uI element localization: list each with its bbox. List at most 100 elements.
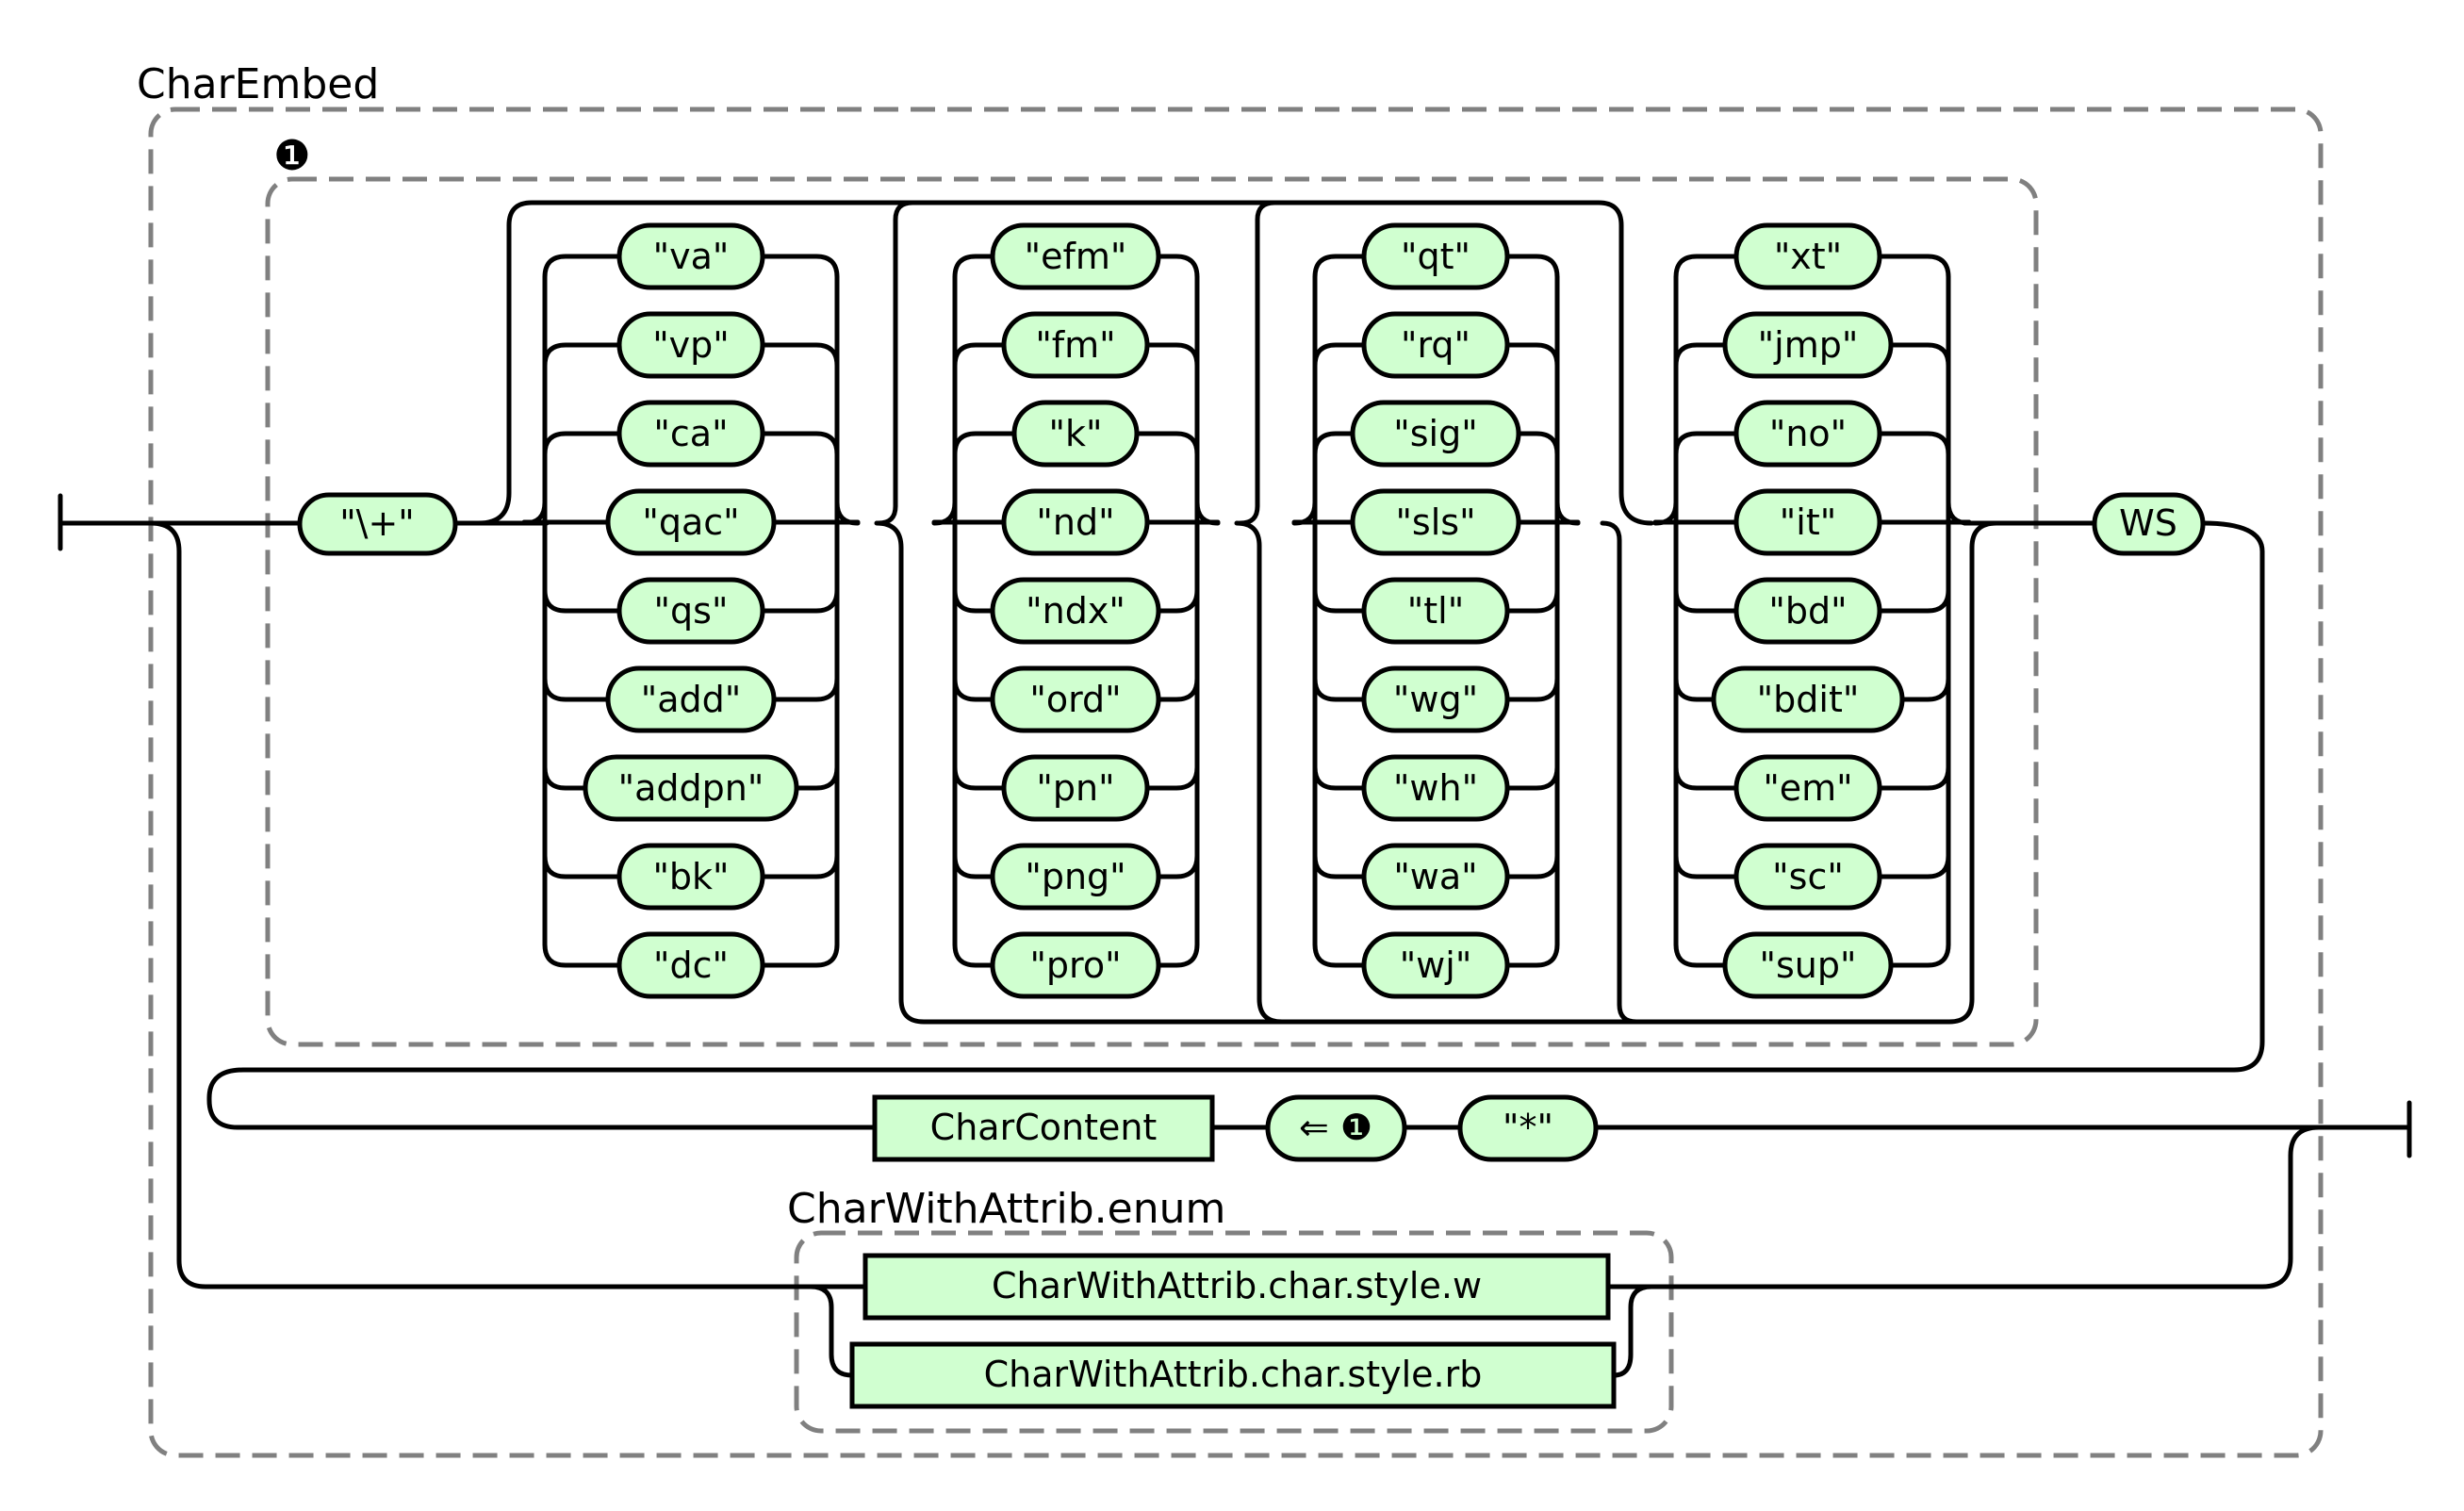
choice-terminal-label: "vp" xyxy=(652,324,730,366)
choice-terminal-label: "sup" xyxy=(1760,944,1857,986)
column-3-branch-in-6 xyxy=(1312,764,1367,791)
choice-terminal-label: "em" xyxy=(1763,767,1852,809)
column-3-branch-out-5 xyxy=(1504,676,1560,702)
column-4-branch-in-2 xyxy=(1673,431,1739,457)
column-3-branch-in-0 xyxy=(1312,254,1367,280)
choice-terminal: "rq" xyxy=(1361,311,1510,379)
choice-terminal: "bd" xyxy=(1733,577,1882,645)
choice-terminal-label: "no" xyxy=(1769,413,1847,454)
choice-terminals: "va" "vp" "ca" "qac" "qs" "add" "addpn" "bk" "dc… xyxy=(583,222,1905,999)
column-2-branch-in-8 xyxy=(952,942,995,968)
choice-terminal: "tl" xyxy=(1361,577,1510,645)
choice-terminal-label: "wh" xyxy=(1393,767,1478,809)
marker-group-border xyxy=(265,176,2039,1047)
column-3-entry-rail xyxy=(1238,200,1277,526)
column-1-branch-out-7 xyxy=(760,853,840,879)
choice-terminal: "wj" xyxy=(1361,931,1510,999)
column-1-branch-out-0 xyxy=(760,254,840,280)
choice-terminal: "va" xyxy=(616,222,765,290)
column-3-exit-rail xyxy=(1600,520,1639,1025)
choice-terminal-label: "pn" xyxy=(1036,767,1114,809)
column-3-branch-in-8 xyxy=(1312,942,1367,968)
choice-terminal-label: "k" xyxy=(1049,413,1103,454)
choice-terminal: "ca" xyxy=(616,400,765,468)
choice-terminal-label: "pro" xyxy=(1029,944,1121,986)
column-2-branch-in-0 xyxy=(952,254,995,280)
connector-lines xyxy=(57,493,2412,1378)
choice-terminal-label: "dc" xyxy=(653,944,729,986)
choice-terminal-label: "addpn" xyxy=(618,767,764,809)
enum-group-title: CharWithAttrib.enum xyxy=(787,1185,1225,1233)
choice-terminal-label: "wj" xyxy=(1400,944,1472,986)
choice-terminal: "bk" xyxy=(616,843,765,911)
column-2-branch-in-6 xyxy=(952,764,1007,791)
svg-text:⇐ ❶: ⇐ ❶ xyxy=(1299,1107,1372,1148)
choice-terminal: "pro" xyxy=(990,931,1161,999)
column-2-branch-out-5 xyxy=(1156,676,1200,702)
column-1-branch-in-6 xyxy=(542,764,588,791)
choice-terminal-label: "ndx" xyxy=(1026,590,1125,632)
choice-terminal: "no" xyxy=(1733,400,1882,468)
enum-option-rb: CharWithAttrib.char.style.rb xyxy=(849,1341,1617,1409)
column-4-branch-in-4 xyxy=(1673,587,1739,614)
choice-terminal: "sc" xyxy=(1733,843,1882,911)
svg-text:CharWithAttrib.char.style.w: CharWithAttrib.char.style.w xyxy=(992,1265,1482,1306)
column-3-branch-in-1 xyxy=(1312,342,1367,369)
choice-terminal: "ord" xyxy=(990,665,1161,733)
column-2-branch-out-4 xyxy=(1156,587,1200,614)
column-1-branch-in-7 xyxy=(542,853,622,879)
backref-terminal: ⇐ ❶ xyxy=(1265,1094,1407,1162)
svg-text:CharContent: CharContent xyxy=(930,1107,1158,1148)
column-3-branch-out-7 xyxy=(1504,853,1560,879)
column-4-branch-in-1 xyxy=(1673,342,1728,369)
column-4-branch-out-4 xyxy=(1877,587,1951,614)
choice-terminal: "fm" xyxy=(1001,311,1150,379)
choice-terminal: "efm" xyxy=(990,222,1161,290)
column-4-branch-out-5 xyxy=(1899,676,1951,702)
column-1-branch-in-5 xyxy=(542,676,611,702)
column-2-branch-in-5 xyxy=(952,676,995,702)
choice-terminal: "pn" xyxy=(1001,754,1150,822)
column-4-branch-out-1 xyxy=(1888,342,1951,369)
choice-terminal-label: "bdit" xyxy=(1757,679,1860,720)
choice-terminal: "k" xyxy=(1011,400,1140,468)
choice-terminal: "qac" xyxy=(605,488,777,556)
choice-terminal: "add" xyxy=(605,665,777,733)
column-2-branch-out-7 xyxy=(1156,853,1200,879)
choice-terminal: "bdit" xyxy=(1711,665,1905,733)
ws-terminal: WS xyxy=(2092,492,2206,556)
choice-terminal: "em" xyxy=(1733,754,1882,822)
column-3-branch-in-7 xyxy=(1312,853,1367,879)
choice-terminal-label: "bk" xyxy=(652,856,729,897)
choice-rails xyxy=(476,200,1999,1025)
column-4-branch-out-6 xyxy=(1877,764,1951,791)
column-2-branch-in-4 xyxy=(952,587,995,614)
choice-terminal: "png" xyxy=(990,843,1161,911)
column-4-branch-out-7 xyxy=(1877,853,1951,879)
choice-terminal-label: "qac" xyxy=(642,501,739,543)
column-exit-rail xyxy=(874,520,1999,1025)
choice-terminal: "qs" xyxy=(616,577,765,645)
choice-terminal: "it" xyxy=(1733,488,1882,556)
column-4-branch-out-0 xyxy=(1877,254,1951,280)
column-3-branch-in-4 xyxy=(1312,587,1367,614)
choice-terminal: "wa" xyxy=(1361,843,1510,911)
choice-terminal-label: "sig" xyxy=(1393,413,1477,454)
column-1-branch-in-8 xyxy=(542,942,622,968)
choice-terminal-label: "sc" xyxy=(1772,856,1844,897)
column-1-branch-in-0 xyxy=(542,254,622,280)
column-2-branch-out-2 xyxy=(1134,431,1200,457)
enum-group-border xyxy=(794,1230,1674,1434)
svg-text:"*": "*" xyxy=(1503,1107,1553,1148)
column-3-branch-in-5 xyxy=(1312,676,1367,702)
svg-text:WS: WS xyxy=(2119,502,2177,544)
svg-text:"\+": "\+" xyxy=(339,502,415,544)
column-4-branch-in-0 xyxy=(1673,254,1739,280)
choice-terminal: "dc" xyxy=(616,931,765,999)
choice-terminal: "sls" xyxy=(1350,488,1521,556)
column-2-exit-rail xyxy=(1234,520,1285,1025)
choice-terminal-label: "add" xyxy=(641,679,742,720)
column-1-branch-in-2 xyxy=(542,431,622,457)
column-4-branch-in-6 xyxy=(1673,764,1739,791)
